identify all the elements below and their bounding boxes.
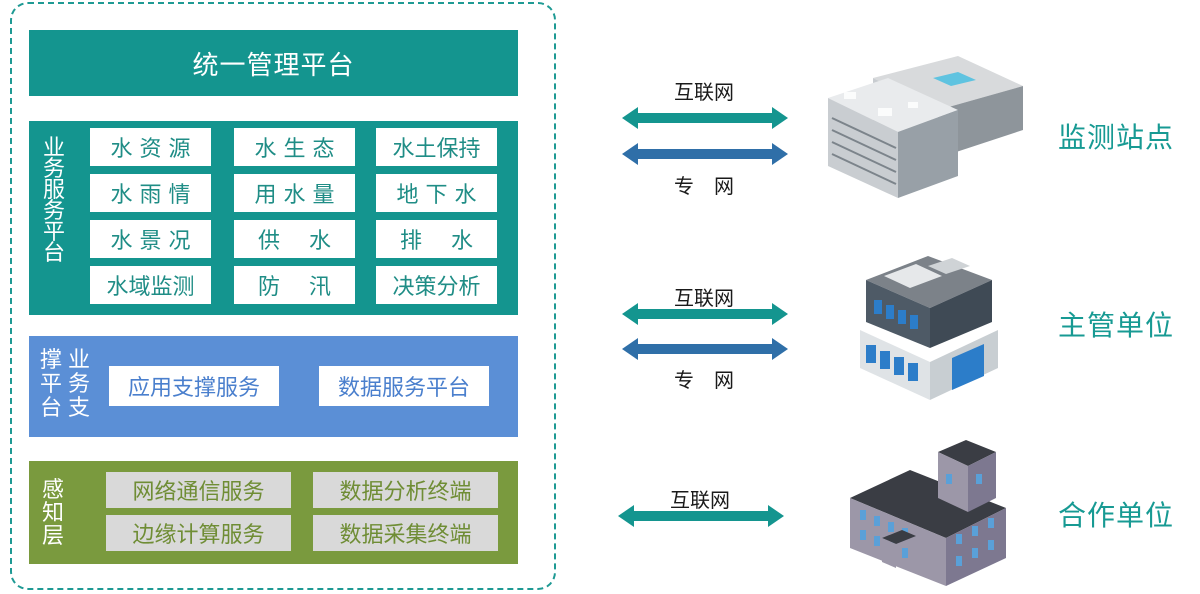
label-char: 平 <box>42 220 65 245</box>
site-label-authority: 主管单位 <box>1058 309 1175 342</box>
label-char: 服 <box>42 178 65 203</box>
business-platform-label: 业 务 服 务 平 台 <box>38 136 70 266</box>
data-analysis-terminal: 数据分析终端 <box>313 472 498 508</box>
building-authority-icon <box>860 256 998 400</box>
label-char: 务 <box>42 157 65 182</box>
data-collection-terminal: 数据采集终端 <box>313 515 498 551</box>
service-soil-conservation: 水土保持 <box>376 128 497 166</box>
system-frame <box>10 2 556 590</box>
support-label-col2: 业 务 支 <box>66 349 92 421</box>
app-support-service: 应用支撑服务 <box>109 366 279 406</box>
building-partner-icon <box>850 440 1006 586</box>
service-water-ecology: 水 生 态 <box>234 128 355 166</box>
label-char: 务 <box>42 199 65 224</box>
private-network-arrow <box>622 338 788 360</box>
label-char: 务 <box>67 372 90 397</box>
service-water-scene: 水 景 况 <box>90 220 211 258</box>
label-char: 台 <box>42 241 65 266</box>
internet-label: 互联网 <box>670 488 730 512</box>
service-rain-water: 水 雨 情 <box>90 174 211 212</box>
edge-computing-service: 边缘计算服务 <box>106 515 291 551</box>
service-water-area-monitoring: 水域监测 <box>90 266 211 304</box>
internet-arrow <box>618 505 784 527</box>
label-char: 层 <box>41 524 64 549</box>
service-water-supply: 供 水 <box>234 220 355 258</box>
network-communication-service: 网络通信服务 <box>106 472 291 508</box>
site-label-partner: 合作单位 <box>1058 499 1175 532</box>
unified-management-platform: 统一管理平台 <box>29 30 518 96</box>
site-label-monitoring-station: 监测站点 <box>1058 121 1175 154</box>
building-monitoring-station-icon <box>828 56 1023 198</box>
internet-label: 互联网 <box>674 80 734 104</box>
internet-label: 互联网 <box>674 286 734 310</box>
label-char: 业 <box>42 136 65 161</box>
label-char: 感 <box>41 478 64 503</box>
service-water-usage: 用 水 量 <box>234 174 355 212</box>
private-network-label: 专 网 <box>674 368 734 392</box>
label-char: 业 <box>67 348 90 373</box>
support-label-col1: 撑 平 台 <box>38 349 64 421</box>
service-flood-control: 防 汛 <box>234 266 355 304</box>
private-network-label: 专 网 <box>674 174 734 198</box>
service-water-resources: 水 资 源 <box>90 128 211 166</box>
sensing-layer-label: 感 知 层 <box>38 479 68 548</box>
private-network-arrow <box>622 143 788 165</box>
label-char: 平 <box>39 372 62 397</box>
label-char: 支 <box>67 396 90 421</box>
data-service-platform: 数据服务平台 <box>319 366 489 406</box>
label-char: 台 <box>39 396 62 421</box>
internet-arrow <box>622 107 788 129</box>
label-char: 撑 <box>39 348 62 373</box>
service-drainage: 排 水 <box>376 220 497 258</box>
service-decision-analysis: 决策分析 <box>376 266 497 304</box>
internet-arrow <box>622 303 788 325</box>
label-char: 知 <box>41 501 64 526</box>
service-groundwater: 地 下 水 <box>376 174 497 212</box>
